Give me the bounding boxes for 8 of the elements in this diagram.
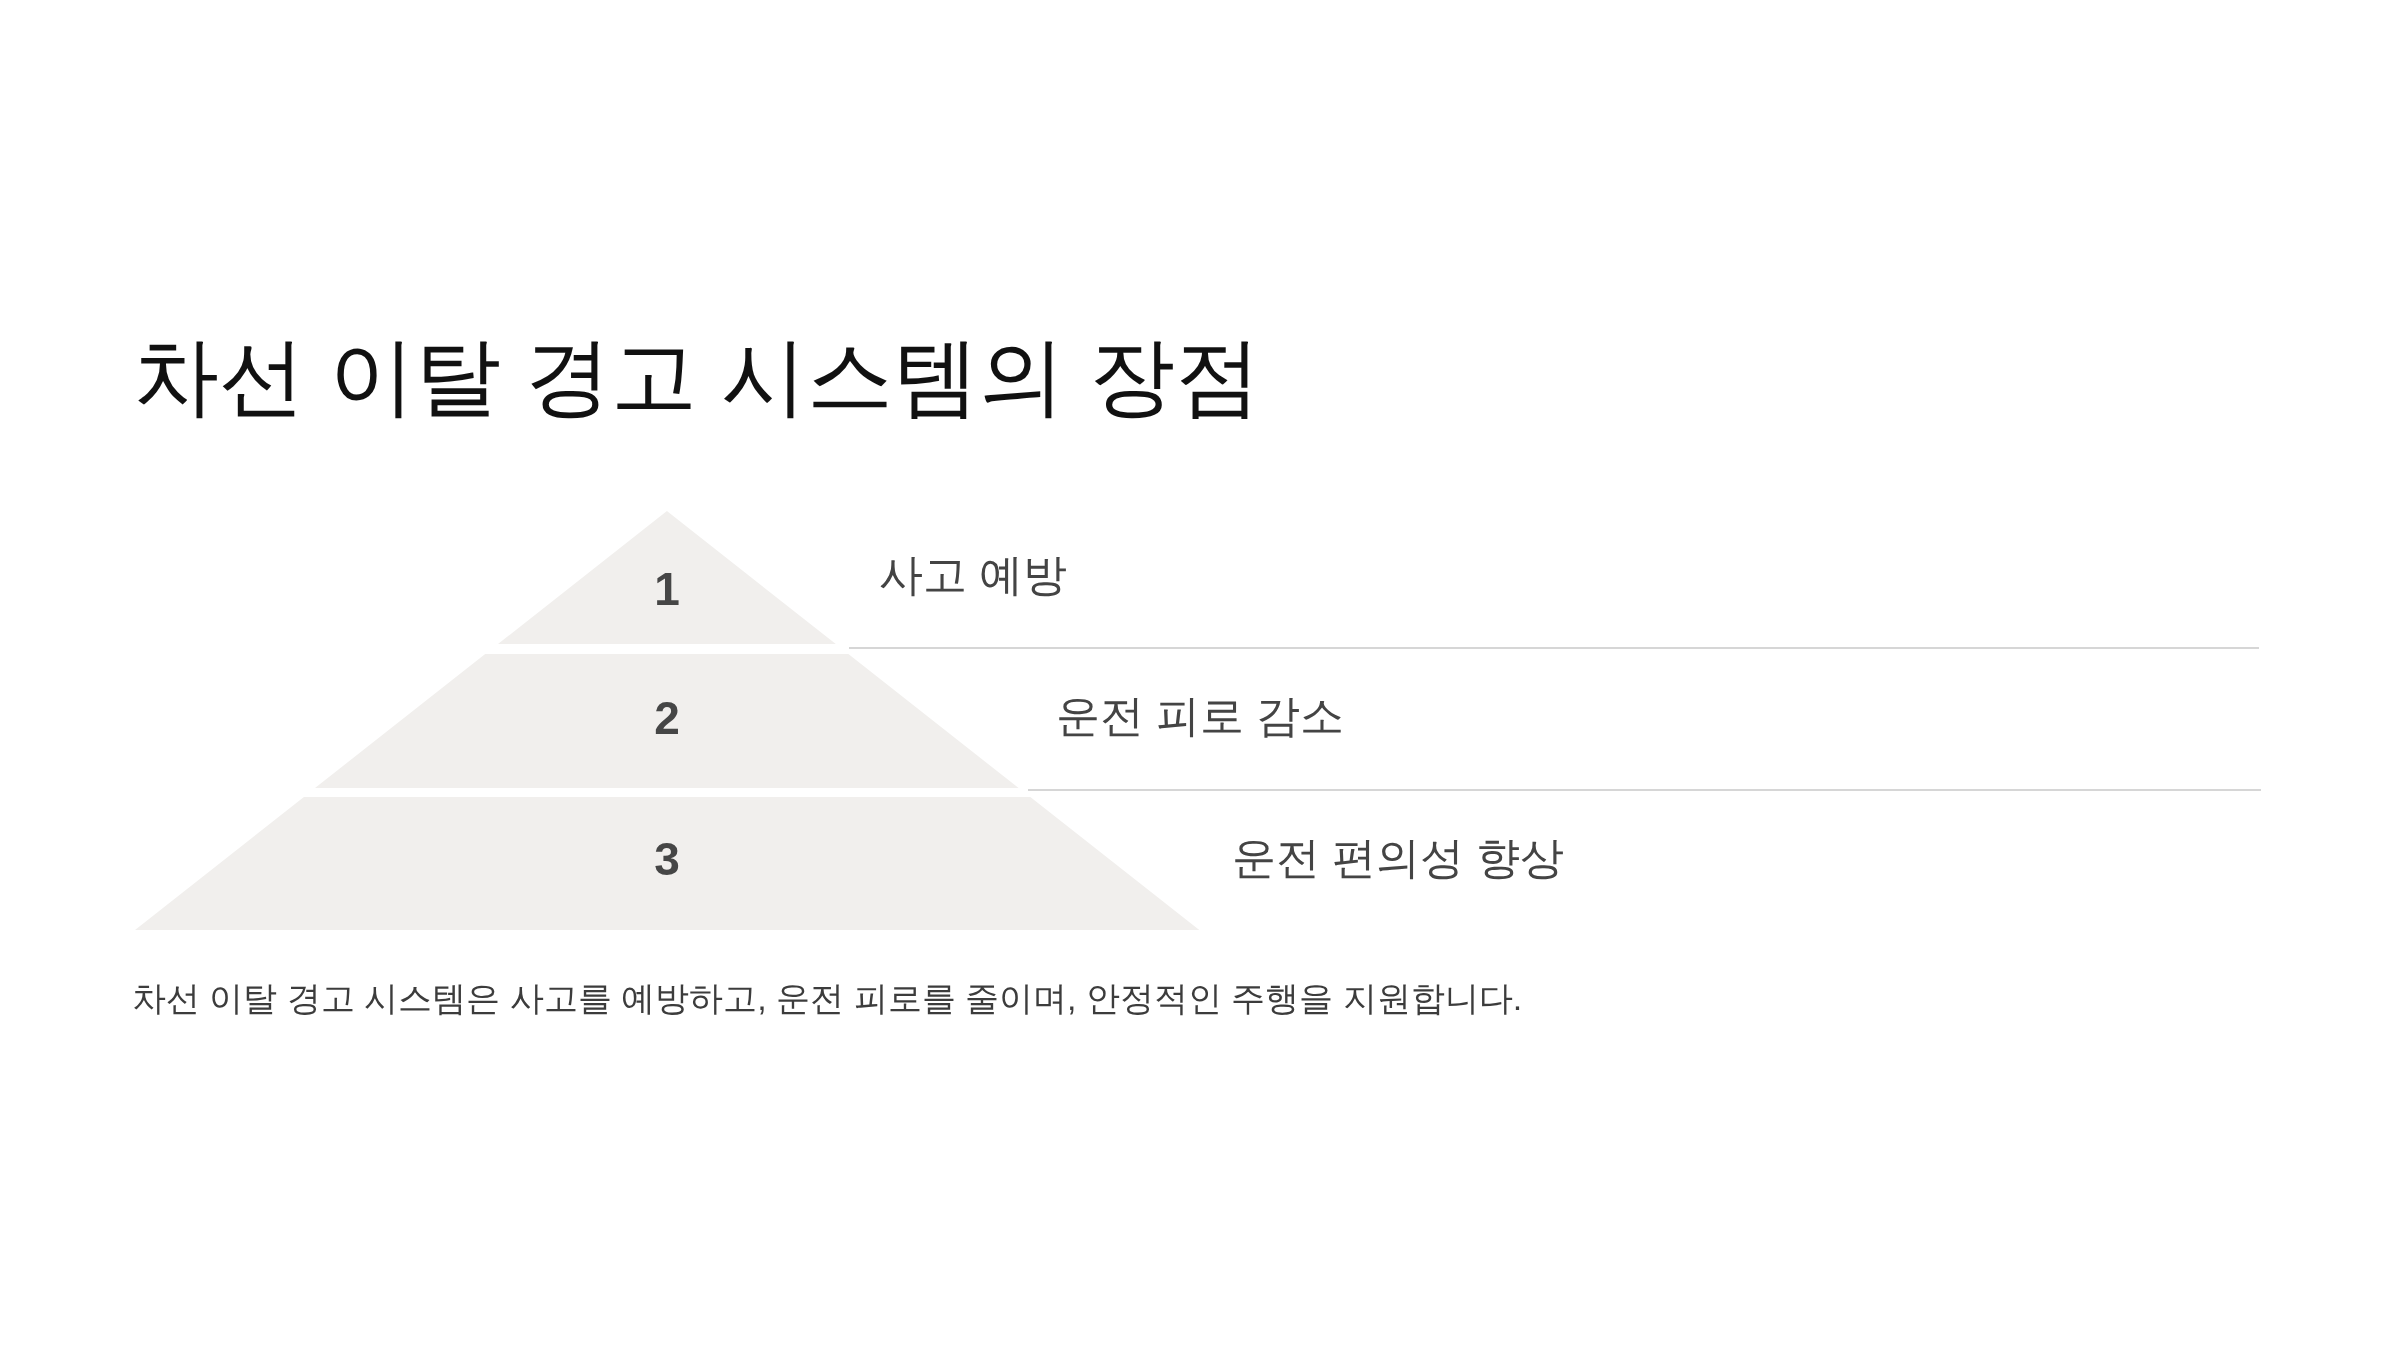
title: 차선 이탈 경고 시스템의 장점 — [133, 326, 1261, 426]
layer-number: 1 — [653, 562, 681, 617]
row-label: 운전 편의성 향상 — [1232, 831, 1565, 884]
layer-number: 2 — [653, 691, 681, 746]
row-label: 운전 피로 감소 — [1056, 689, 1345, 742]
row-label: 사고 예방 — [879, 548, 1068, 601]
layer-number: 3 — [653, 832, 681, 887]
caption: 차선 이탈 경고 시스템은 사고를 예방하고, 운전 피로를 줄이며, 안정적인 주행을 지원합니다. — [132, 977, 1523, 1019]
